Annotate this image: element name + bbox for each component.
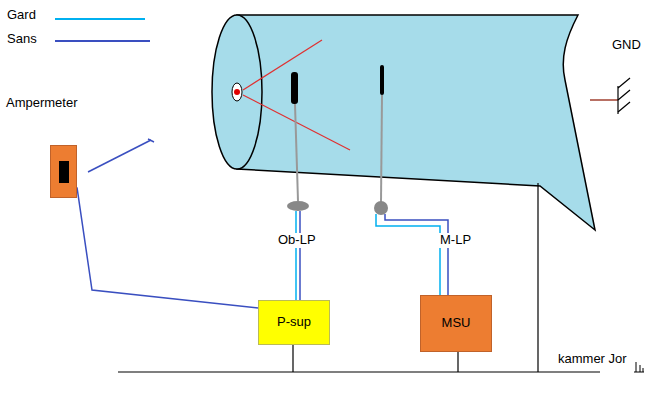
ground-symbol — [634, 362, 644, 372]
ground-label: kammer Jor — [556, 352, 629, 367]
cable-label: Ob-LP — [276, 233, 318, 248]
box-label: MSU — [442, 316, 471, 331]
measurement-unit-box: MSU — [420, 295, 492, 352]
chamber-body — [237, 15, 595, 230]
source-dot — [234, 89, 240, 95]
legend-label: Sans — [5, 32, 39, 47]
ground-label: GND — [610, 38, 643, 53]
connector — [287, 201, 309, 211]
beam-line — [243, 40, 322, 90]
ground-lead — [590, 99, 618, 101]
probe — [380, 65, 384, 95]
cable-label: M-LP — [438, 233, 473, 248]
ammeter-label: Ampermeter — [6, 96, 78, 111]
ground-wire — [292, 345, 293, 372]
probe-lead — [381, 95, 382, 202]
ground-bus — [118, 371, 600, 372]
gard-wire — [376, 214, 440, 295]
power-supply-box: P-sup — [258, 300, 330, 345]
ground-wire — [457, 352, 458, 372]
gard-wire — [295, 211, 297, 300]
sans-wire — [385, 214, 448, 295]
source-window — [232, 83, 242, 101]
legend-swatch — [55, 40, 150, 42]
lead-wire — [77, 187, 258, 308]
switch-lever — [88, 140, 151, 172]
ammeter-display — [59, 161, 69, 183]
ground-wire — [537, 183, 538, 372]
probe-lead — [295, 104, 298, 201]
connector — [374, 201, 388, 215]
legend-label: Gard — [5, 8, 38, 23]
legend-swatch — [55, 18, 145, 20]
ground-symbol — [618, 78, 630, 114]
probe — [291, 72, 298, 104]
chamber-end — [212, 15, 262, 169]
box-label: P-sup — [277, 315, 311, 330]
ammeter-box: Ampermeter — [50, 145, 77, 198]
sans-wire — [299, 211, 301, 300]
switch-contact — [148, 139, 154, 142]
